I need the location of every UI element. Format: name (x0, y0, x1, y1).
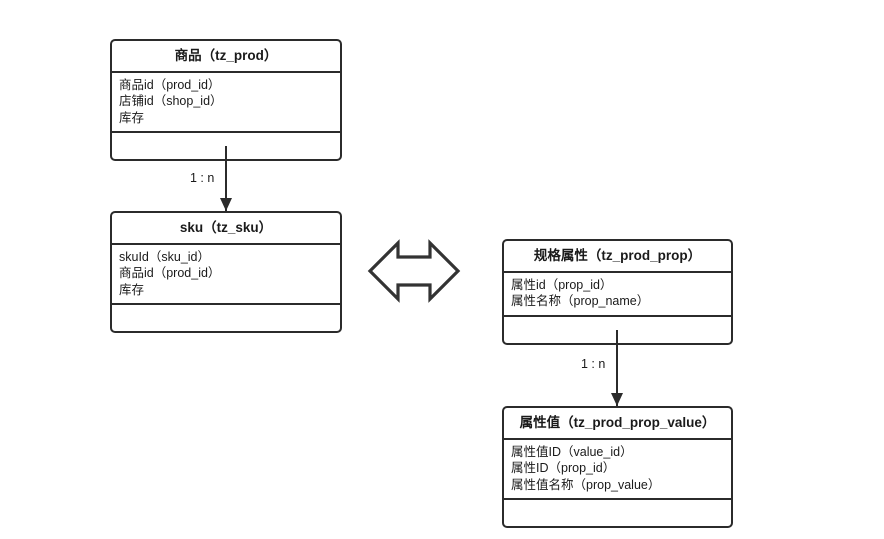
arrowhead-icon (220, 198, 232, 211)
entity-title-prod-prop-value: 属性值（tz_prod_prop_value） (504, 408, 731, 440)
attribute-row: 库存 (119, 110, 145, 125)
entity-box-prod-prop[interactable]: 规格属性（tz_prod_prop） 属性id（prop_id） 属性名称（pr… (502, 239, 733, 345)
entity-box-sku[interactable]: sku（tz_sku） skuId（sku_id） 商品id（prod_id） … (110, 211, 342, 333)
attribute-row: 属性ID（prop_id） (511, 461, 616, 475)
relation-label-prod-sku: 1 : n (187, 171, 218, 186)
attribute-row: 属性名称（prop_name） (511, 294, 650, 308)
relation-line (616, 330, 618, 406)
attribute-row: 属性值ID（value_id） (511, 444, 633, 459)
relation-label-prop-propvalue: 1 : n (578, 357, 609, 372)
double-headed-arrow-icon (366, 237, 462, 305)
attribute-row: 库存 (119, 282, 145, 297)
entity-attributes-prod-prop: 属性id（prop_id） 属性名称（prop_name） (504, 273, 731, 317)
attribute-row: skuId（sku_id） (119, 249, 211, 264)
entity-box-prod[interactable]: 商品（tz_prod） 商品id（prod_id） 店铺id（shop_id） … (110, 39, 342, 161)
arrowhead-icon (611, 393, 623, 406)
attribute-row: 商品id（prod_id） (119, 77, 221, 92)
entity-attributes-prod: 商品id（prod_id） 店铺id（shop_id） 库存 (112, 73, 340, 133)
entity-attributes-prod-prop-value: 属性值ID（value_id） 属性ID（prop_id） 属性值名称（prop… (504, 440, 731, 500)
relation-line (225, 146, 227, 211)
entity-attributes-sku: skuId（sku_id） 商品id（prod_id） 库存 (112, 245, 340, 305)
attribute-row: 属性id（prop_id） (511, 277, 613, 292)
entity-title-prod-prop: 规格属性（tz_prod_prop） (504, 241, 731, 273)
attribute-row: 商品id（prod_id） (119, 266, 221, 280)
entity-box-prod-prop-value[interactable]: 属性值（tz_prod_prop_value） 属性值ID（value_id） … (502, 406, 733, 528)
entity-footer-prod-prop-value (504, 500, 731, 526)
entity-title-sku: sku（tz_sku） (112, 213, 340, 245)
attribute-row: 属性值名称（prop_value） (511, 477, 661, 492)
entity-title-prod: 商品（tz_prod） (112, 41, 340, 73)
attribute-row: 店铺id（shop_id） (119, 94, 223, 108)
entity-footer-sku (112, 305, 340, 331)
